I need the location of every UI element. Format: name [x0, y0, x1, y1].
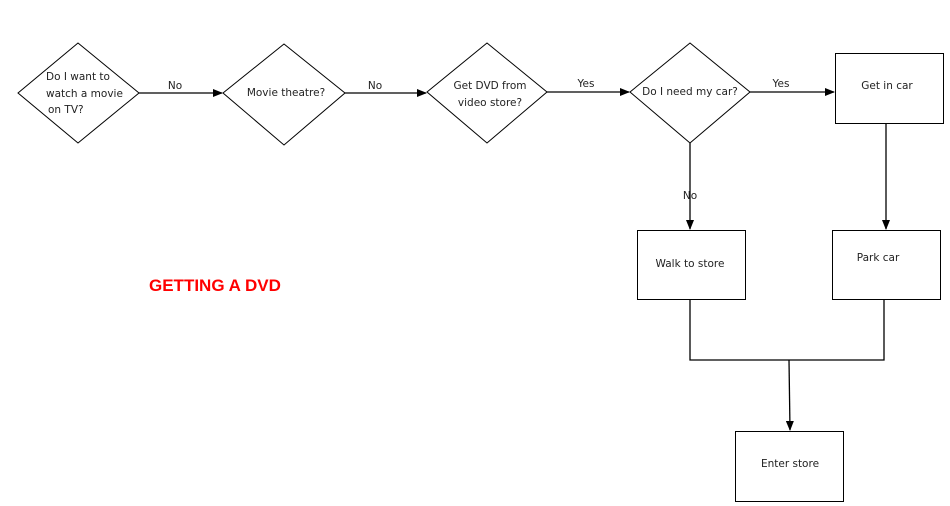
edge-label-yes: Yes: [577, 78, 595, 90]
node-label: Get DVD from: [454, 80, 527, 92]
decision-need-car: Do I need my car?: [629, 42, 751, 144]
edge-label-no: No: [368, 80, 382, 92]
arrow-to-enter-store: [785, 359, 794, 431]
process-enter-store: Enter store: [735, 431, 844, 502]
node-label: Do I want to: [46, 71, 110, 83]
edge-label-no: No: [683, 190, 697, 202]
node-label: on TV?: [48, 104, 84, 116]
node-label: watch a movie: [46, 88, 123, 100]
node-label: Park car: [857, 252, 900, 264]
process-walk-to-store: Walk to store: [637, 230, 746, 300]
node-label: Movie theatre?: [247, 87, 325, 99]
decision-movie-theatre: Movie theatre?: [222, 43, 346, 146]
node-label: Get in car: [861, 80, 913, 92]
decision-want-movie: Do I want to watch a movie on TV?: [17, 42, 140, 144]
process-get-in-car: Get in car: [835, 53, 944, 124]
decision-get-dvd: Get DVD from video store?: [426, 42, 548, 144]
node-label: Do I need my car?: [642, 86, 738, 98]
merge-connector: [689, 299, 885, 361]
node-label: Walk to store: [656, 258, 725, 270]
diagram-title: GETTING A DVD: [149, 276, 281, 295]
edge-label-no: No: [168, 80, 182, 92]
node-label: Enter store: [761, 458, 819, 470]
edge-label-yes: Yes: [772, 78, 790, 90]
node-label: video store?: [458, 97, 522, 109]
process-park-car: Park car: [832, 230, 941, 300]
